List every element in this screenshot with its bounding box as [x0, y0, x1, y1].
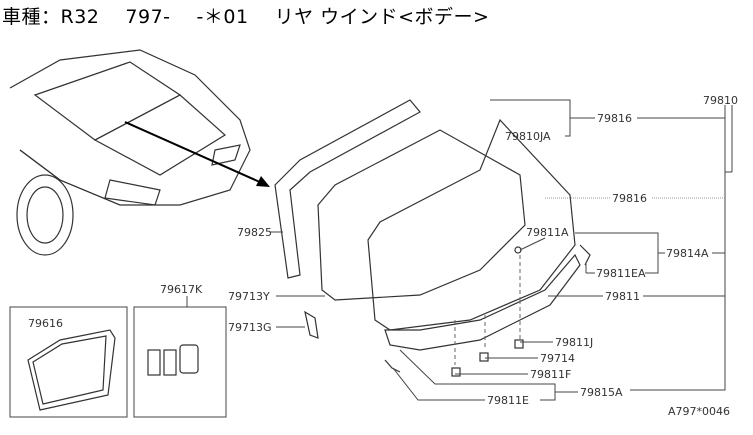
callout-79816-mid: 79816 [612, 192, 647, 205]
callout-79810: 79810 [703, 94, 738, 107]
model-label: 車種：R32 [2, 6, 100, 28]
callout-79816-top: 79816 [597, 112, 632, 125]
callout-79814A: 79814A [666, 247, 709, 260]
callout-79617K: 79617K [160, 283, 203, 296]
section-name: リヤ ウインド<ボデー> [274, 6, 490, 28]
callout-79714: 79714 [540, 352, 575, 365]
arrow-icon [124, 121, 270, 187]
variant-code: -＊01 [196, 6, 249, 28]
diagram-title: 車種：R32 797- -＊01 リヤ ウインド<ボデー> [2, 2, 515, 29]
callout-79810JA: 79810JA [505, 130, 551, 143]
leader-lines [270, 99, 733, 401]
section-code: 797- [125, 6, 171, 28]
callout-79815A: 79815A [580, 386, 623, 399]
callout-79811F: 79811F [530, 368, 571, 381]
callout-79811EA: 79811EA [596, 267, 646, 280]
car-rear-illustration [9, 49, 251, 256]
callout-79616: 79616 [28, 317, 63, 330]
callout-79713G: 79713G [228, 321, 272, 334]
callout-79811A: 79811A [526, 226, 569, 239]
callout-79811: 79811 [605, 290, 640, 303]
rear-glass-parts [274, 99, 591, 377]
diagram-code: A797*0046 [668, 405, 730, 418]
callout-79811J: 79811J [555, 336, 593, 349]
callout-79825: 79825 [237, 226, 272, 239]
inset-79616 [9, 306, 128, 418]
inset-79617K [133, 296, 227, 418]
callout-79811E: 79811E [487, 394, 529, 407]
callout-79713Y: 79713Y [228, 290, 270, 303]
